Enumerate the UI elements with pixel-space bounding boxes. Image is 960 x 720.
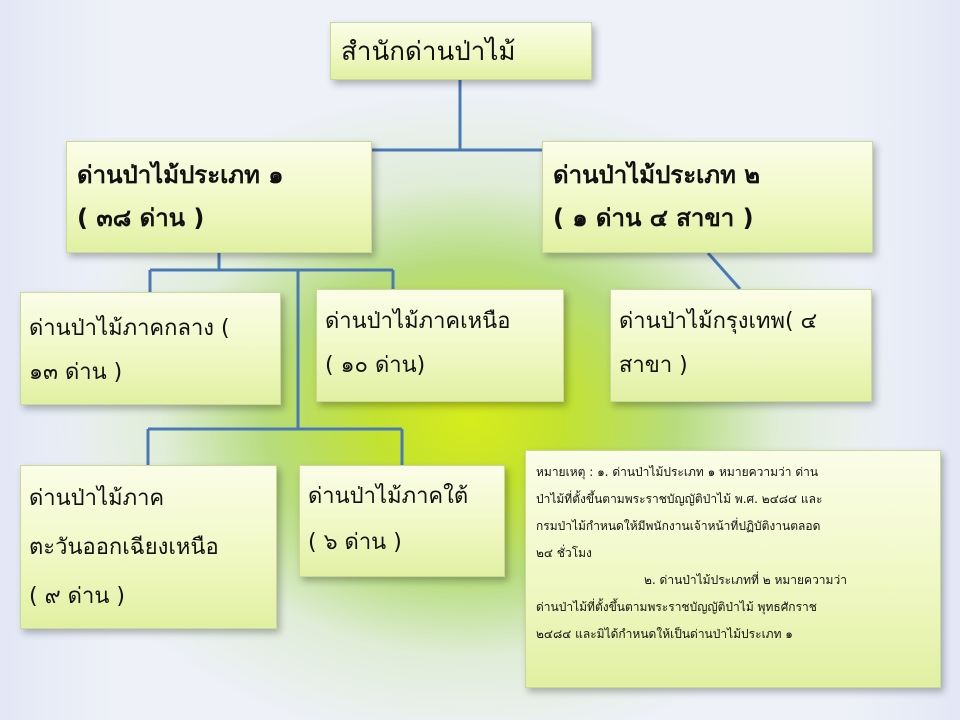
remarks-line: ๒๔๘๔ และมิได้กำหนดให้เป็นด่านป่าไม้ประเภ… [536, 627, 793, 641]
remarks-line: หมายเหตุ : ๑. ด่านป่าไม้ประเภท ๑ หมายควา… [536, 465, 819, 479]
type2-title: ด่านป่าไม้ประเภท ๒ [553, 161, 761, 189]
office-title: สำนักด่านป่าไม้ [341, 37, 516, 67]
office-box: สำนักด่านป่าไม้ [330, 22, 592, 80]
northeast-title: ด่านป่าไม้ภาค [29, 486, 165, 511]
bangkok-box: ด่านป่าไม้กรุงเทพ( ๔ สาขา ) [610, 289, 872, 402]
bangkok-title: ด่านป่าไม้กรุงเทพ( ๔ [619, 309, 818, 334]
central-title: ด่านป่าไม้ภาคกลาง ( [29, 316, 230, 341]
south-title: ด่านป่าไม้ภาคใต้ [308, 484, 469, 509]
central-region-box: ด่านป่าไม้ภาคกลาง ( ๑๓ ด่าน ) [20, 292, 281, 405]
remarks-line: ด่านป่าไม้ที่ตั้งขึ้นตามพระราชบัญญัติป่า… [536, 600, 817, 614]
checkpoint-type2-box: ด่านป่าไม้ประเภท ๒ ( ๑ ด่าน ๔ สาขา ) [542, 141, 873, 253]
central-count: ๑๓ ด่าน ) [29, 360, 123, 385]
northeast-title-cont: ตะวันออกเฉียงเหนือ [29, 535, 219, 560]
north-title: ด่านป่าไม้ภาคเหนือ [325, 309, 511, 334]
north-region-box: ด่านป่าไม้ภาคเหนือ ( ๑๐ ด่าน) [316, 289, 564, 402]
south-count: ( ๖ ด่าน ) [308, 530, 402, 555]
type2-count: ( ๑ ด่าน ๔ สาขา ) [553, 204, 754, 232]
remarks-line: กรมป่าไม้กำหนดให้มีพนักงานเจ้าหน้าที่ปฏิ… [536, 519, 821, 533]
northeast-region-box: ด่านป่าไม้ภาค ตะวันออกเฉียงเหนือ ( ๙ ด่า… [20, 465, 277, 629]
remarks-box: หมายเหตุ : ๑. ด่านป่าไม้ประเภท ๑ หมายควา… [525, 450, 941, 688]
connector-type2-to-bangkok [706, 252, 742, 290]
remarks-line: ป่าไม้ที่ตั้งขึ้นตามพระราชบัญญัติป่าไม้ … [536, 492, 823, 506]
south-region-box: ด่านป่าไม้ภาคใต้ ( ๖ ด่าน ) [299, 465, 505, 577]
type1-title: ด่านป่าไม้ประเภท ๑ [77, 161, 284, 189]
remarks-line: ๒. ด่านป่าไม้ประเภทที่ ๒ หมายความว่า [644, 573, 847, 587]
checkpoint-type1-box: ด่านป่าไม้ประเภท ๑ ( ๓๘ ด่าน ) [66, 141, 372, 253]
northeast-count: ( ๙ ด่าน ) [29, 584, 125, 609]
remarks-line: ๒๔ ชั่วโมง [536, 546, 592, 560]
north-count: ( ๑๐ ด่าน) [325, 353, 426, 378]
bangkok-count: สาขา ) [619, 353, 688, 378]
type1-count: ( ๓๘ ด่าน ) [77, 204, 205, 232]
